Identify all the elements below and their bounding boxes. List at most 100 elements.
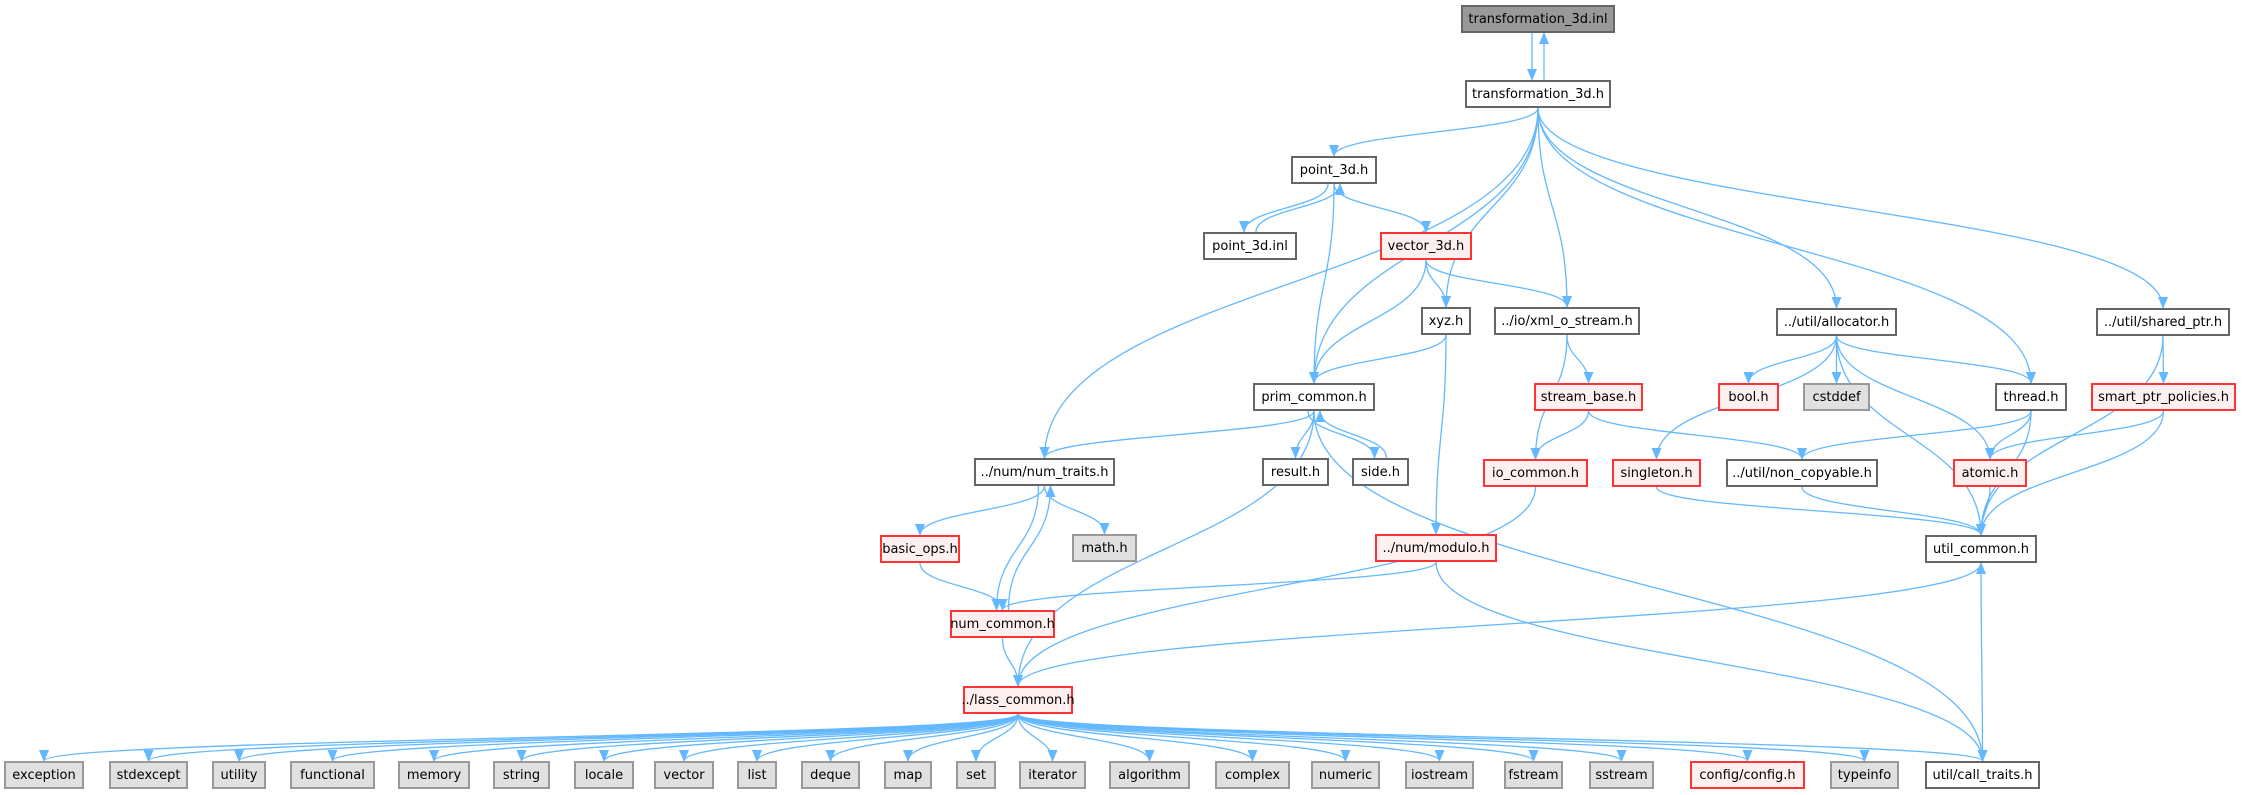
node-set[interactable]: set [956, 761, 996, 789]
node-label: typeinfo [1837, 767, 1892, 783]
edge-lass-to-config [1017, 713, 1753, 762]
node-memory[interactable]: memory [398, 761, 470, 789]
node-label: set [966, 767, 986, 783]
node-utility[interactable]: utility [212, 761, 266, 789]
node-math[interactable]: math.h [1072, 534, 1137, 562]
node-deque[interactable]: deque [801, 761, 860, 789]
node-ntraits[interactable]: ../num/num_traits.h [974, 458, 1115, 486]
node-exception[interactable]: exception [4, 761, 84, 789]
node-result[interactable]: result.h [1262, 458, 1329, 486]
node-modulo[interactable]: ../num/modulo.h [1375, 534, 1497, 562]
node-iterator[interactable]: iterator [1019, 761, 1086, 789]
node-config[interactable]: config/config.h [1690, 761, 1805, 789]
node-label: ../util/shared_ptr.h [2103, 314, 2223, 330]
node-label: list [747, 767, 767, 783]
edge-t3d-to-shptr [1537, 107, 2168, 309]
node-string[interactable]: string [493, 761, 550, 789]
node-cstddef[interactable]: cstddef [1803, 383, 1870, 411]
node-fstream[interactable]: fstream [1504, 761, 1563, 789]
node-noncopy[interactable]: ../util/non_copyable.h [1726, 459, 1878, 487]
node-vector[interactable]: vector [654, 761, 714, 789]
edge-lass-to-string [516, 713, 1019, 762]
node-label: stream_base.h [1540, 389, 1637, 405]
node-lass[interactable]: ../lass_common.h [961, 686, 1075, 714]
node-label: smart_ptr_policies.h [2098, 389, 2229, 405]
edge-p3dinl-to-p3d [1255, 183, 1345, 233]
node-thread[interactable]: thread.h [1995, 383, 2067, 411]
node-shptr[interactable]: ../util/shared_ptr.h [2096, 308, 2230, 336]
node-iocom[interactable]: io_common.h [1483, 459, 1588, 487]
edge-t3d-to-xml [1537, 107, 1572, 308]
edge-modulo-to-calltr [1435, 561, 1988, 762]
node-iostream[interactable]: iostream [1405, 761, 1474, 789]
node-label: util/call_traits.h [1932, 767, 2033, 783]
node-alloc[interactable]: ../util/allocator.h [1776, 308, 1897, 336]
edge-basic-to-numcom [919, 562, 1008, 611]
node-xyz[interactable]: xyz.h [1421, 307, 1471, 335]
node-label: ../util/allocator.h [1783, 314, 1890, 330]
edge-atomic-to-ucommon [1976, 486, 1991, 536]
edge-thread-to-noncopy [1797, 410, 2032, 460]
node-basic[interactable]: basic_ops.h [880, 535, 960, 563]
edge-ucommon-to-lass [1013, 562, 1982, 687]
node-label: functional [300, 767, 365, 783]
edge-xyz-to-modulo [1431, 334, 1447, 535]
edge-numcom-to-lass [1001, 637, 1023, 687]
node-sbase[interactable]: stream_base.h [1534, 383, 1643, 411]
node-stdexcept[interactable]: stdexcept [109, 761, 188, 789]
node-locale[interactable]: locale [574, 761, 634, 789]
node-label: transformation_3d.inl [1468, 11, 1608, 27]
node-label: bool.h [1728, 389, 1769, 405]
edge-p3d-to-v3d [1333, 183, 1431, 233]
node-ucommon[interactable]: util_common.h [1925, 535, 2037, 563]
edge-lass-to-deque [825, 713, 1019, 762]
node-calltr[interactable]: util/call_traits.h [1925, 761, 2040, 789]
edge-alloc-to-atomic [1835, 335, 1995, 460]
node-functional[interactable]: functional [290, 761, 375, 789]
node-typeinfo[interactable]: typeinfo [1830, 761, 1899, 789]
node-side[interactable]: side.h [1352, 458, 1409, 486]
edge-smart-to-atomic [1985, 410, 2165, 460]
node-complex[interactable]: complex [1215, 761, 1290, 789]
node-xml[interactable]: ../io/xml_o_stream.h [1494, 307, 1640, 335]
node-map[interactable]: map [884, 761, 932, 789]
node-algorithm[interactable]: algorithm [1109, 761, 1190, 789]
node-list[interactable]: list [737, 761, 777, 789]
edge-lass-to-set [971, 713, 1019, 762]
node-label: result.h [1270, 464, 1321, 480]
edge-v3d-to-prim [1309, 259, 1427, 384]
edge-lass-to-complex [1017, 713, 1258, 762]
edge-v3d-to-xml [1425, 259, 1572, 308]
node-label: basic_ops.h [882, 541, 958, 557]
node-bool[interactable]: bool.h [1718, 383, 1779, 411]
node-root[interactable]: transformation_3d.inl [1461, 5, 1615, 33]
node-numcom[interactable]: num_common.h [950, 610, 1055, 638]
node-smart[interactable]: smart_ptr_policies.h [2091, 383, 2236, 411]
node-single[interactable]: singleton.h [1612, 459, 1701, 487]
edge-t3d-to-alloc [1537, 107, 1842, 309]
node-p3d[interactable]: point_3d.h [1291, 156, 1377, 184]
node-prim[interactable]: prim_common.h [1253, 383, 1375, 411]
edge-sbase-to-noncopy [1587, 410, 1807, 460]
node-numeric[interactable]: numeric [1311, 761, 1380, 789]
node-v3d[interactable]: vector_3d.h [1380, 232, 1472, 260]
edge-p3d-to-prim [1309, 183, 1335, 384]
edge-lass-to-iterator [1017, 713, 1058, 762]
edge-xyz-to-prim [1309, 334, 1447, 384]
node-label: locale [584, 767, 624, 783]
node-label: stdexcept [116, 767, 181, 783]
node-label: prim_common.h [1261, 389, 1367, 405]
node-t3d[interactable]: transformation_3d.h [1465, 80, 1611, 108]
node-label: sstream [1595, 767, 1648, 783]
edge-lass-to-iostream [1017, 713, 1445, 762]
node-sstream[interactable]: sstream [1589, 761, 1654, 789]
node-p3dinl[interactable]: point_3d.inl [1203, 232, 1297, 260]
edge-lass-to-vector [679, 713, 1019, 762]
edge-lass-to-locale [599, 713, 1019, 762]
node-label: math.h [1081, 540, 1128, 556]
edge-smart-to-ucommon [1976, 410, 2165, 536]
edge-ntraits-to-basic [915, 485, 1046, 536]
node-label: util_common.h [1932, 541, 2030, 557]
node-atomic[interactable]: atomic.h [1953, 459, 2027, 487]
